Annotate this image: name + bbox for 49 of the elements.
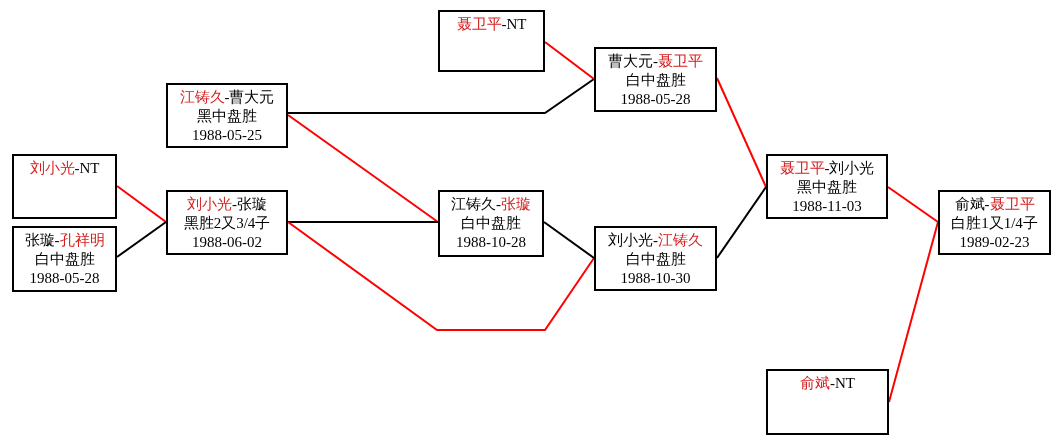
result-text: 白胜1又1/4子 (951, 214, 1038, 233)
match-box (438, 10, 545, 72)
bracket-line (544, 41, 595, 80)
player-names: 张璇-孔祥明 (24, 231, 105, 250)
player-names: 曹大元-聂卫平 (608, 52, 703, 71)
result-text: 白中盘胜 (34, 250, 95, 269)
match-box (594, 47, 717, 112)
player-names: 刘小光-NT (29, 159, 100, 178)
match-box (12, 154, 117, 219)
match-box (766, 154, 888, 219)
match-box (12, 226, 117, 292)
player-names: 刘小光-江铸久 (608, 231, 703, 250)
player-names: 刘小光-张璇 (187, 195, 267, 214)
match-date: 1988-05-28 (620, 90, 691, 109)
match-date: 1988-05-25 (192, 126, 262, 145)
player-names: 聂卫平-刘小光 (779, 159, 875, 178)
result-text: 白中盘胜 (625, 71, 686, 90)
result-text: 白中盘胜 (625, 250, 686, 269)
bracket-line (287, 114, 439, 223)
match-date: 1988-11-03 (792, 197, 862, 216)
match-box (938, 190, 1051, 255)
bracket-line (716, 186, 767, 259)
match-date: 1988-10-30 (620, 269, 691, 288)
player-names: 江铸久-张璇 (451, 195, 531, 214)
match-box (438, 190, 544, 257)
match-box (766, 369, 889, 435)
match-date: 1988-05-28 (29, 269, 100, 288)
bracket-line (116, 185, 167, 223)
result-text: 白中盘胜 (461, 214, 521, 233)
result-text: 黑胜2又3/4子 (183, 214, 271, 233)
match-box (166, 190, 288, 255)
bracket-line (287, 78, 595, 114)
match-box (166, 83, 288, 148)
bracket-line (287, 221, 595, 331)
match-date: 1988-06-02 (192, 233, 262, 252)
player-names: 俞斌-聂卫平 (954, 195, 1035, 214)
bracket-line (543, 221, 595, 259)
bracket-line (116, 221, 167, 258)
bracket-line (716, 77, 767, 188)
match-date: 1988-10-28 (456, 233, 526, 252)
player-names: 俞斌-NT (800, 374, 855, 393)
bracket-line (287, 221, 439, 223)
match-date: 1989-02-23 (959, 233, 1030, 252)
match-box (594, 226, 717, 291)
bracket-line (887, 186, 939, 223)
result-text: 黑中盘胜 (797, 178, 857, 197)
result-text: 黑中盘胜 (197, 107, 257, 126)
player-names: 江铸久-曹大元 (179, 88, 275, 107)
player-names: 聂卫平-NT (456, 15, 527, 34)
